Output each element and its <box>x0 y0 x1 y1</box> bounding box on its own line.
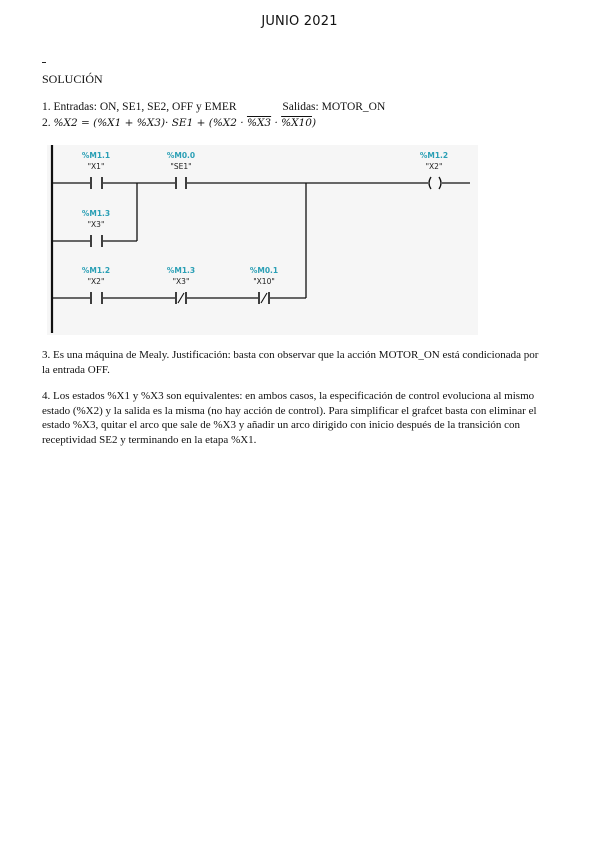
item-1-io: 1. Entradas: ON, SE1, SE2, OFF y EMER Sa… <box>42 101 385 113</box>
contact-x2-no <box>90 292 103 304</box>
equation-negated-x10: %X10 <box>281 117 312 129</box>
item-1-inputs: ON, SE1, SE2, OFF y EMER <box>99 101 237 113</box>
label-se1-name: "SE1" <box>170 162 191 171</box>
label-x3-nc-address: %M1.3 <box>167 266 195 275</box>
contact-x3-no <box>90 235 103 247</box>
page-title: JUNIO 2021 <box>261 14 338 29</box>
label-x3-nc-name: "X3" <box>173 277 190 286</box>
ladder-diagram: %M1.1 "X1" %M0.0 "SE1" %M1.3 "X3" %M1.2 … <box>47 145 478 335</box>
contact-se1-no <box>175 177 187 189</box>
item-2-equation: 2. %X2 = (%X1 + %X3)· SE1 + (%X2 · %X3 ·… <box>42 117 316 129</box>
label-x3-name: "X3" <box>88 220 105 229</box>
ladder-background <box>47 145 478 335</box>
label-x10-name: "X10" <box>253 277 275 286</box>
label-x3-address: %M1.3 <box>82 209 110 218</box>
equation-close: ) <box>311 117 317 129</box>
item-3-text: 3. Es una máquina de Mealy. Justificació… <box>42 349 539 376</box>
equation-part-1: %X2 = (%X1 + %X3)· SE1 + (%X2 · <box>53 117 247 129</box>
contact-x3-nc <box>175 292 187 304</box>
solution-heading: SOLUCIÓN <box>42 72 103 86</box>
label-x2-name: "X2" <box>88 277 105 286</box>
item-2-number: 2. <box>42 117 51 129</box>
equation-dot: · <box>271 117 282 129</box>
label-x1-name: "X1" <box>88 162 105 171</box>
item-4-text: 4. Los estados %X1 y %X3 son equivalente… <box>42 390 537 446</box>
equation-negated-x3: %X3 <box>246 117 272 129</box>
contact-x1-no <box>90 177 103 189</box>
heading-marker <box>42 62 46 63</box>
label-se1-address: %M0.0 <box>167 151 195 160</box>
contact-x10-nc <box>258 292 270 304</box>
item-1-outputs: Salidas: MOTOR_ON <box>282 101 386 113</box>
coil-x2 <box>428 176 442 190</box>
label-x2-address: %M1.2 <box>82 266 110 275</box>
label-x10-address: %M0.1 <box>250 266 278 275</box>
label-x1-address: %M1.1 <box>82 151 110 160</box>
label-coil-name: "X2" <box>426 162 443 171</box>
item-1-prefix: 1. Entradas: <box>42 101 97 113</box>
label-coil-address: %M1.2 <box>420 151 448 160</box>
